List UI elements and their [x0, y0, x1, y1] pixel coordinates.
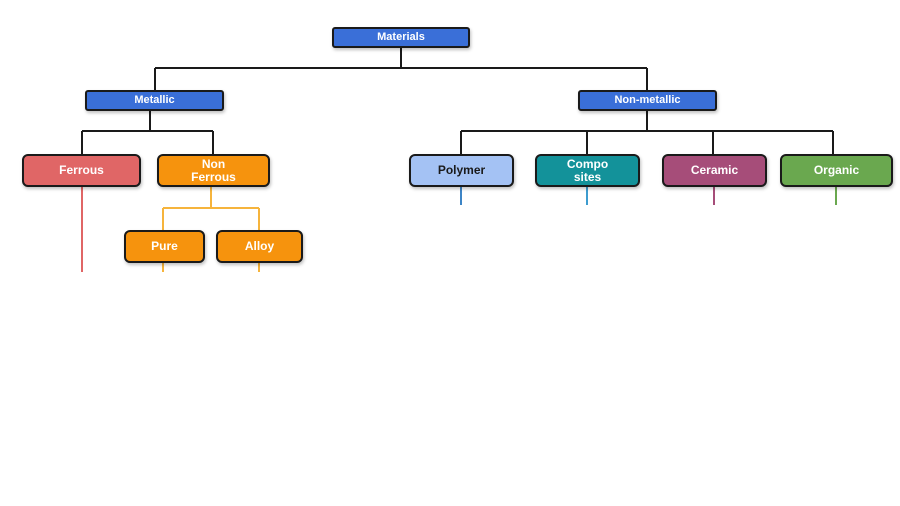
node-polymer-label: Polymer	[437, 163, 486, 177]
node-materials-label: Materials	[377, 31, 425, 43]
node-ferrous-label: Ferrous	[59, 163, 104, 177]
node-metallic-label: Metallic	[134, 94, 175, 106]
node-alloy: Alloy	[216, 230, 303, 263]
node-composites: Compo sites	[535, 154, 640, 187]
node-organic-label: Organic	[813, 163, 860, 177]
node-ceramic-label: Ceramic	[690, 163, 739, 177]
node-composites-label-line1: Compo	[566, 156, 609, 171]
node-metallic: Metallic	[85, 90, 224, 111]
node-non-ferrous: Non Ferrous	[157, 154, 270, 187]
node-non-ferrous-label-line2: Ferrous	[191, 169, 236, 184]
node-non-metallic: Non-metallic	[578, 90, 717, 111]
node-organic: Organic	[780, 154, 893, 187]
node-composites-label-line2: sites	[573, 169, 602, 184]
node-non-metallic-label: Non-metallic	[614, 94, 681, 106]
node-non-ferrous-label-line1: Non	[201, 156, 226, 171]
node-materials: Materials	[332, 27, 470, 48]
node-polymer: Polymer	[409, 154, 514, 187]
node-ceramic: Ceramic	[662, 154, 767, 187]
node-pure: Pure	[124, 230, 205, 263]
node-ferrous: Ferrous	[22, 154, 141, 187]
node-alloy-label: Alloy	[244, 239, 275, 253]
node-pure-label: Pure	[151, 239, 178, 253]
